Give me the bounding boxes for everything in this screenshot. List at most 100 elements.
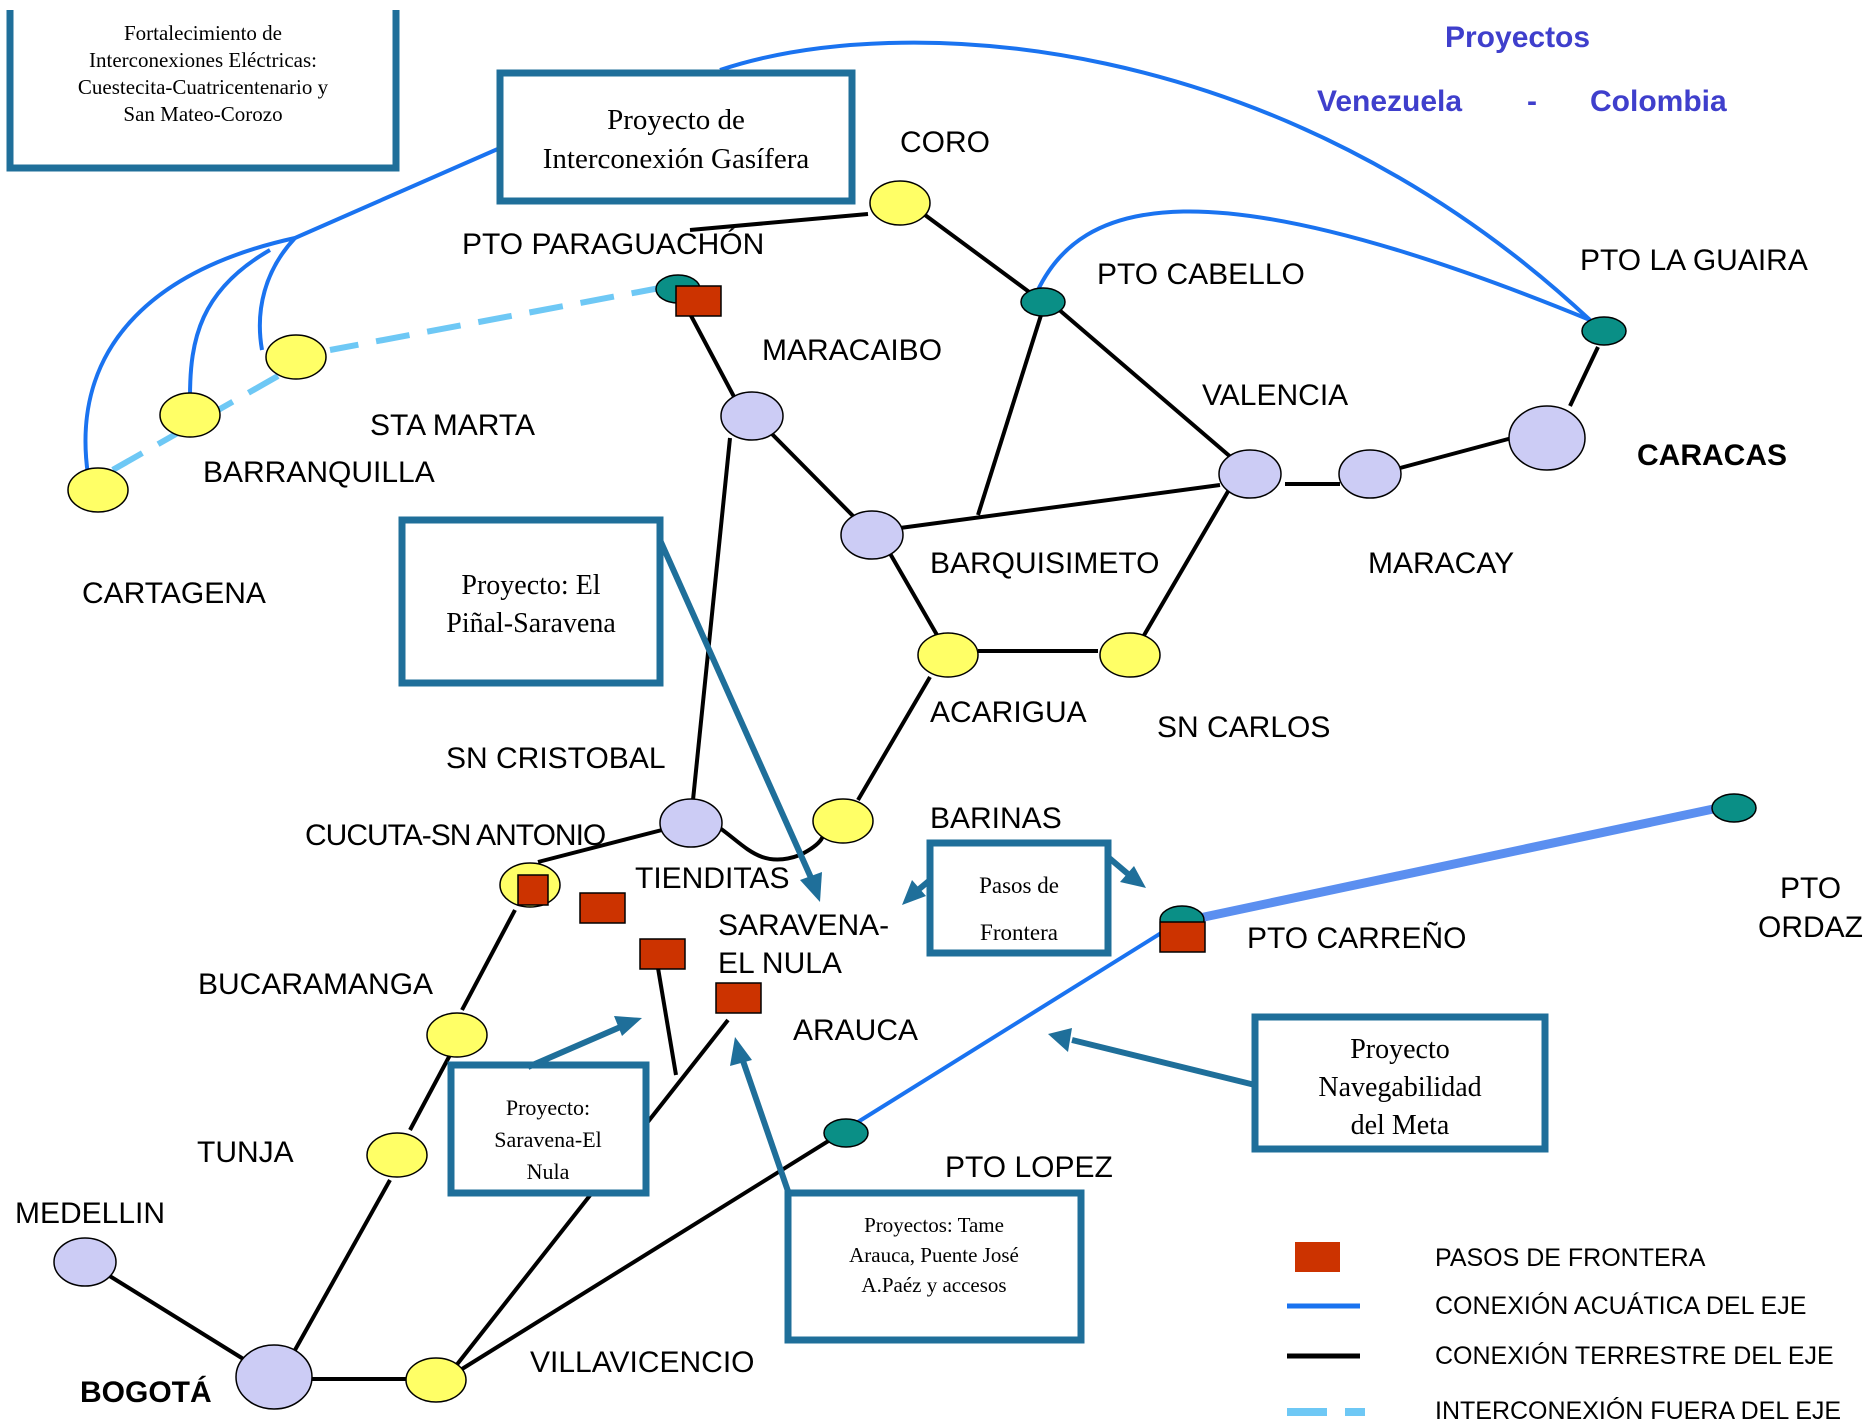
terrestrial-connections <box>106 212 1600 1381</box>
water-cartagena <box>83 236 296 476</box>
node-pto-cabello[interactable] <box>1020 287 1066 317</box>
node-coro[interactable] <box>869 180 931 226</box>
road-sncristobal-cucuta <box>537 828 663 864</box>
road-barquisimeto-valencia <box>899 483 1221 530</box>
arrow-meta <box>1071 1037 1256 1088</box>
water-connections <box>83 40 1719 1132</box>
arrow-pasos-left-head <box>902 880 926 905</box>
node-villavicencio[interactable] <box>405 1357 467 1403</box>
node-sn-carlos[interactable] <box>1099 632 1161 678</box>
label-barinas: BARINAS <box>930 802 1062 835</box>
water-barranquilla <box>188 248 271 398</box>
node-pto-la-guaira[interactable] <box>1581 316 1627 346</box>
box-fortalecimiento: Fortalecimiento de Interconexiones Eléct… <box>6 10 400 172</box>
arrow-pasos-right <box>1106 854 1130 877</box>
label-arauca: ARAUCA <box>793 1014 918 1047</box>
box-pasos: Pasos de Frontera <box>926 839 1112 957</box>
paso-tienditas[interactable] <box>579 892 626 924</box>
node-caracas[interactable] <box>1508 405 1586 471</box>
node-barquisimeto[interactable] <box>840 510 904 560</box>
road-maracaibo-sncristobal <box>691 437 732 801</box>
label-pto-cabello: PTO CABELLO <box>1097 258 1305 291</box>
dash-paraguachon-stamarta <box>329 284 666 353</box>
legend: PASOS DE FRONTERA CONEXIÓN ACUÁTICA DEL … <box>1287 1242 1841 1423</box>
node-medellin[interactable] <box>53 1237 117 1287</box>
paso-cucuta[interactable] <box>517 874 549 906</box>
map-title: Proyectos Venezuela - Colombia <box>1317 21 1727 118</box>
box-saravena-line2: Saravena-El <box>494 1127 602 1152</box>
label-medellin: MEDELLIN <box>15 1197 165 1230</box>
box-tame-line1: Proyectos: Tame <box>864 1213 1004 1237</box>
water-ptocabello-laguaira <box>1035 209 1591 322</box>
road-cucuta-bucaramanga <box>460 909 517 1011</box>
label-bucaramanga: BUCARAMANGA <box>198 968 433 1001</box>
arrow-saravena-head <box>614 1016 642 1036</box>
road-tunja-bogota <box>293 1179 392 1351</box>
box-gasifera-line1: Proyecto de <box>607 104 745 136</box>
label-maracay: MARACAY <box>1368 547 1514 580</box>
paso-paraguachon[interactable] <box>675 285 722 317</box>
road-ptocabello-valencia <box>1048 300 1242 467</box>
arrow-pinal-head <box>800 872 822 902</box>
node-bogota[interactable] <box>235 1344 313 1410</box>
road-acarigua-barinas <box>856 675 932 802</box>
box-pinal-line1: Proyecto: El <box>461 570 600 601</box>
nodes <box>53 180 1757 1410</box>
box-pasos-line2: Frontera <box>980 920 1058 945</box>
node-tunja[interactable] <box>366 1132 428 1178</box>
legend-swatch-pasos <box>1295 1242 1340 1272</box>
arrow-pinal <box>657 538 815 882</box>
label-acarigua: ACARIGUA <box>930 696 1087 729</box>
title-left: Venezuela <box>1317 85 1462 118</box>
box-fortalecimiento-line1: Fortalecimiento de <box>124 21 282 45</box>
arrow-tame <box>739 1057 793 1198</box>
legend-label-acuatica: CONEXIÓN ACUÁTICA DEL EJE <box>1435 1291 1806 1320</box>
legend-label-pasos: PASOS DE FRONTERA <box>1435 1244 1706 1272</box>
road-coro-ptocabello <box>923 213 1042 302</box>
label-sta-marta: STA MARTA <box>370 409 535 442</box>
water-stamarta <box>257 236 297 351</box>
box-meta-line2: Navegabilidad <box>1318 1072 1481 1103</box>
title-sep: - <box>1527 85 1537 118</box>
paso-saravena[interactable] <box>639 938 686 970</box>
label-sn-cristobal: SN CRISTOBAL <box>446 742 666 775</box>
label-barquisimeto: BARQUISIMETO <box>930 547 1159 580</box>
label-sn-carlos: SN CARLOS <box>1157 711 1330 744</box>
node-maracay[interactable] <box>1338 449 1402 499</box>
box-pinal-line2: Piñal-Saravena <box>446 608 616 639</box>
arrow-saravena <box>526 1022 627 1070</box>
water-carreno-ordaz <box>1189 803 1719 925</box>
box-fortalecimiento-line2: Interconexiones Eléctricas: <box>89 48 317 72</box>
node-valencia[interactable] <box>1218 449 1282 499</box>
water-gas-trunk <box>294 146 501 240</box>
node-bucaramanga[interactable] <box>426 1012 488 1058</box>
box-meta-line3: del Meta <box>1351 1110 1450 1141</box>
node-barinas[interactable] <box>812 798 874 844</box>
node-sn-cristobal[interactable] <box>659 798 723 848</box>
box-gasifera-line2: Interconexión Gasífera <box>543 143 810 175</box>
node-pto-lopez[interactable] <box>823 1118 869 1148</box>
node-pto-ordaz[interactable] <box>1711 793 1757 823</box>
label-bogota: BOGOTÁ <box>80 1375 212 1409</box>
road-valencia-sncarlos <box>1141 486 1232 639</box>
water-caribbean-laguaira <box>719 40 1592 322</box>
node-cartagena[interactable] <box>67 467 129 513</box>
label-pto-paraguachon: PTO PARAGUACHÓN <box>462 228 764 261</box>
box-saravena-line3: Nula <box>527 1159 570 1184</box>
label-pto-carreno: PTO CARREÑO <box>1247 921 1466 955</box>
paso-arauca[interactable] <box>715 982 762 1014</box>
legend-label-fuera: INTERCONEXIÓN FUERA DEL EJE <box>1435 1396 1841 1423</box>
arrow-pasos-right-head <box>1120 866 1146 888</box>
label-saravena-line2: EL NULA <box>718 947 842 980</box>
node-sta-marta[interactable] <box>265 334 327 380</box>
label-barranquilla: BARRANQUILLA <box>203 456 435 489</box>
node-acarigua[interactable] <box>917 632 979 678</box>
arrow-pasos-left <box>916 877 932 893</box>
road-barquisimeto-acarigua <box>886 549 939 636</box>
border-crossings <box>517 285 1206 1014</box>
node-maracaibo[interactable] <box>720 391 784 441</box>
paso-pto-carreno[interactable] <box>1159 921 1206 953</box>
box-pasos-line1: Pasos de <box>979 873 1059 898</box>
node-barranquilla[interactable] <box>159 392 221 438</box>
